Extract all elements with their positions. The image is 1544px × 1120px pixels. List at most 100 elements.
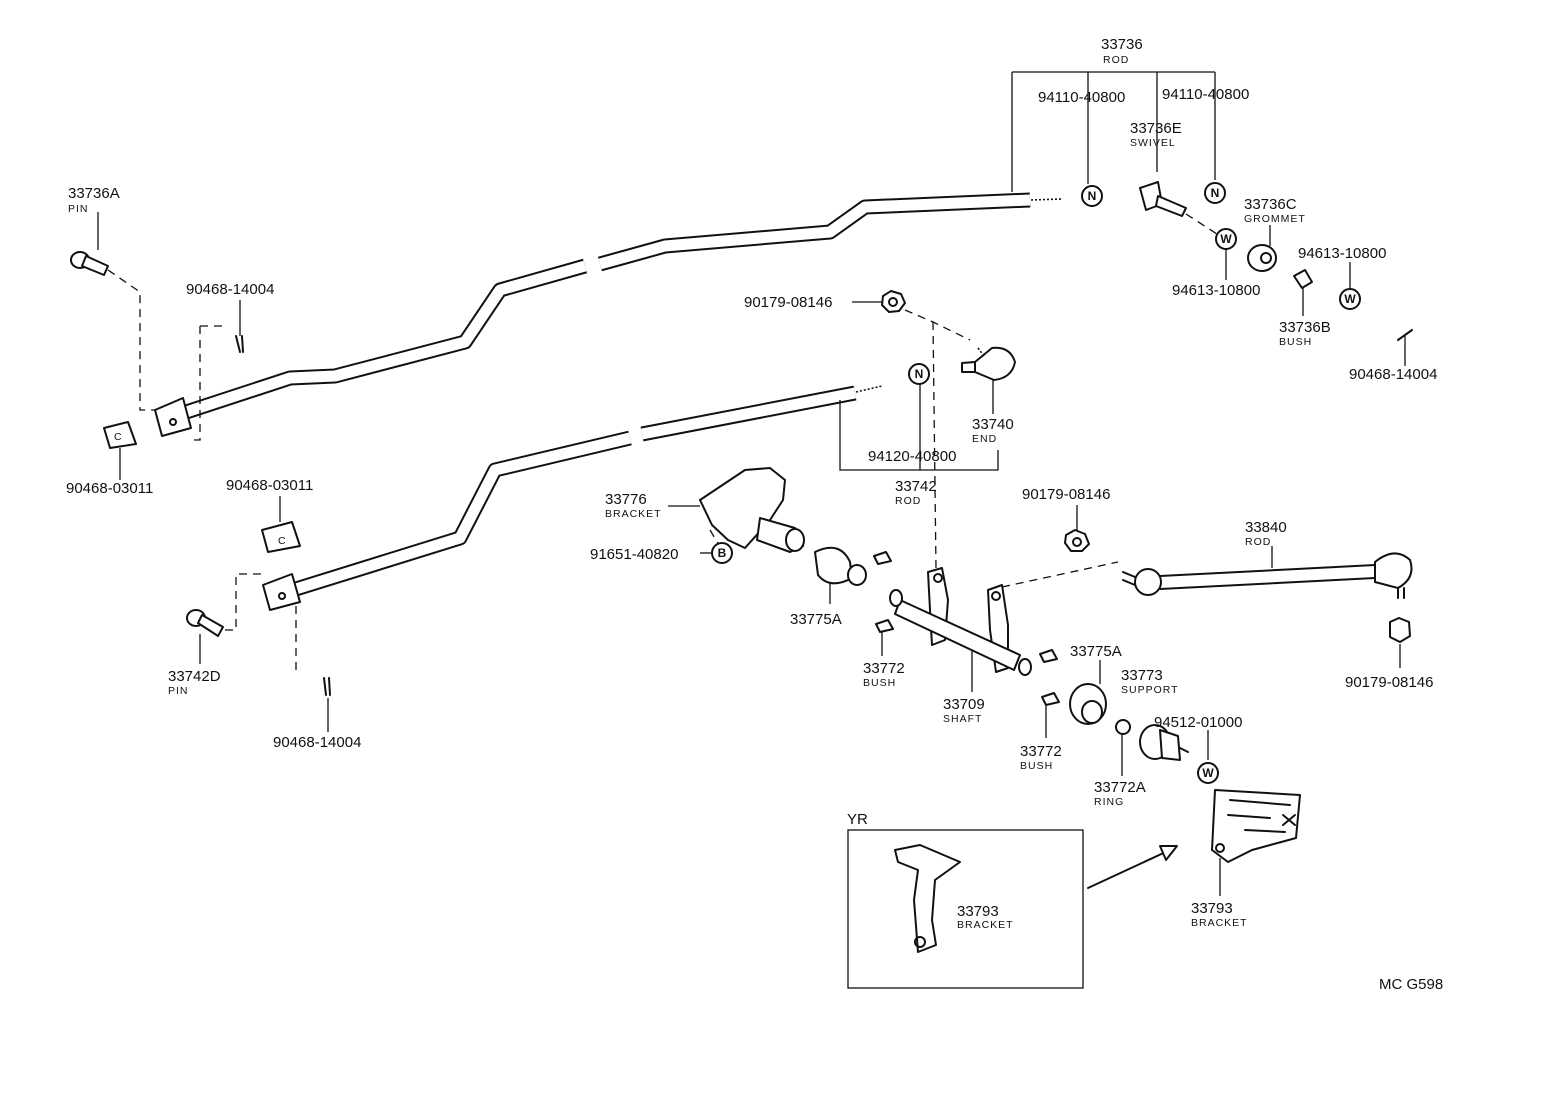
label-94120-40800: 94120-40800 <box>868 448 956 465</box>
label-33736B: 33736B <box>1279 319 1331 336</box>
svg-text:W: W <box>1220 232 1232 246</box>
label-33772-left: 33772 <box>863 660 905 677</box>
bush-33736B-drawing <box>1293 269 1313 289</box>
name-33736: ROD <box>1103 54 1129 66</box>
bolt-symbol-91651: B <box>711 542 733 564</box>
cotter-pin-top-drawing <box>235 335 244 353</box>
label-33773: 33773 <box>1121 667 1163 684</box>
clip-90468-03011-lower-drawing: C <box>261 521 301 553</box>
label-90468-14004-bottom: 90468-14004 <box>273 734 361 751</box>
name-33793-inset: BRACKET <box>957 919 1014 931</box>
svg-text:N: N <box>1088 189 1097 203</box>
washer-symbol-94512: W <box>1197 762 1219 784</box>
name-33742: ROD <box>895 495 921 507</box>
diagram-code: MC G598 <box>1379 976 1443 993</box>
name-33709: SHAFT <box>943 713 982 725</box>
name-33736A: PIN <box>68 203 89 215</box>
clip-90468-03011-upper-drawing: C <box>103 421 137 449</box>
label-33742D: 33742D <box>168 668 221 685</box>
label-33736E: 33736E <box>1130 120 1182 137</box>
rod-end-plate-lower <box>262 573 301 611</box>
name-33740: END <box>972 433 997 445</box>
bush-33772-d <box>1041 692 1060 706</box>
swivel-33736E-drawing <box>1139 181 1187 217</box>
label-33775A-right: 33775A <box>1070 643 1122 660</box>
name-33772-right: BUSH <box>1020 760 1053 772</box>
label-33709: 33709 <box>943 696 985 713</box>
svg-text:C: C <box>114 431 123 443</box>
rod-33736-drawing <box>165 192 1063 426</box>
name-33736C: GROMMET <box>1244 213 1306 225</box>
label-33776: 33776 <box>605 491 647 508</box>
nut-symbol-94120: N <box>908 363 930 385</box>
label-94512-01000: 94512-01000 <box>1154 714 1242 731</box>
pin-33742D-drawing <box>186 609 224 637</box>
support-33773-drawing <box>1139 724 1189 761</box>
bracket-33793-right-drawing <box>1211 789 1301 863</box>
bracket-33776-drawing <box>699 467 805 553</box>
name-33736E: SWIVEL <box>1130 137 1176 149</box>
bush-33772-a <box>873 551 892 565</box>
nut-symbol-94110-right: N <box>1204 182 1226 204</box>
label-94110-40800-left: 94110-40800 <box>1038 89 1125 106</box>
label-33793-inset: 33793 <box>957 903 999 920</box>
svg-text:N: N <box>915 367 924 381</box>
name-33776: BRACKET <box>605 508 662 520</box>
nut-symbol-94110-left: N <box>1081 185 1103 207</box>
bush-33772-b <box>875 619 894 633</box>
rod-33742-drawing <box>280 385 883 601</box>
inset-yr-box <box>847 829 1178 989</box>
label-33840: 33840 <box>1245 519 1287 536</box>
name-33742D: PIN <box>168 685 189 697</box>
name-33772A: RING <box>1094 796 1124 808</box>
label-90179-08146-mid: 90179-08146 <box>1022 486 1110 503</box>
svg-text:N: N <box>1211 186 1220 200</box>
label-33736A: 33736A <box>68 185 120 202</box>
bush-33772-c <box>1039 649 1058 663</box>
name-33793-right: BRACKET <box>1191 917 1248 929</box>
callout-lines <box>97 71 1406 896</box>
label-33772-right: 33772 <box>1020 743 1062 760</box>
label-94110-40800-right: 94110-40800 <box>1162 86 1249 103</box>
washer-symbol-94613-right: W <box>1339 288 1361 310</box>
grommet-33736C-drawing <box>1247 244 1277 272</box>
label-33775A-left: 33775A <box>790 611 842 628</box>
label-33736C: 33736C <box>1244 196 1297 213</box>
end-33740-drawing <box>961 346 1016 381</box>
rod-end-plate-upper <box>154 397 192 437</box>
svg-text:W: W <box>1202 766 1214 780</box>
pin-33736A-drawing <box>70 251 109 276</box>
name-33773: SUPPORT <box>1121 684 1179 696</box>
nut-90179-right-drawing <box>1389 617 1411 643</box>
label-90468-03011-upper: 90468-03011 <box>66 480 153 497</box>
label-33742: 33742 <box>895 478 937 495</box>
label-90468-14004-right: 90468-14004 <box>1349 366 1437 383</box>
name-33772-left: BUSH <box>863 677 896 689</box>
label-33793-right: 33793 <box>1191 900 1233 917</box>
svg-text:C: C <box>278 535 287 547</box>
label-33736: 33736 <box>1101 36 1143 53</box>
ring-33772A-drawing <box>1115 719 1131 735</box>
label-90468-14004-top: 90468-14004 <box>186 281 274 298</box>
nut-90179-mid-drawing <box>1064 529 1090 552</box>
label-33772A: 33772A <box>1094 779 1146 796</box>
label-94613-10800-right: 94613-10800 <box>1298 245 1386 262</box>
label-90468-03011-lower: 90468-03011 <box>226 477 313 494</box>
label-33740: 33740 <box>972 416 1014 433</box>
part-labels: 33736 ROD 94110-40800 94110-40800 33736E… <box>66 36 1443 993</box>
washer-symbol-94613-left: W <box>1215 228 1237 250</box>
inset-label-yr: YR <box>847 811 868 828</box>
svg-text:W: W <box>1344 292 1356 306</box>
bushing-33775A-left-drawing <box>814 546 867 586</box>
label-90179-08146-right: 90179-08146 <box>1345 674 1433 691</box>
name-33840: ROD <box>1245 536 1271 548</box>
label-91651-40820: 91651-40820 <box>590 546 678 563</box>
name-33736B: BUSH <box>1279 336 1312 348</box>
shaft-33709-drawing <box>889 567 1032 676</box>
rod-33840-drawing <box>1122 552 1413 599</box>
bushing-33775A-right-drawing <box>1069 683 1107 725</box>
nut-90179-upper-drawing <box>881 290 906 313</box>
label-94613-10800-left: 94613-10800 <box>1172 282 1260 299</box>
label-90179-08146-upper: 90179-08146 <box>744 294 832 311</box>
